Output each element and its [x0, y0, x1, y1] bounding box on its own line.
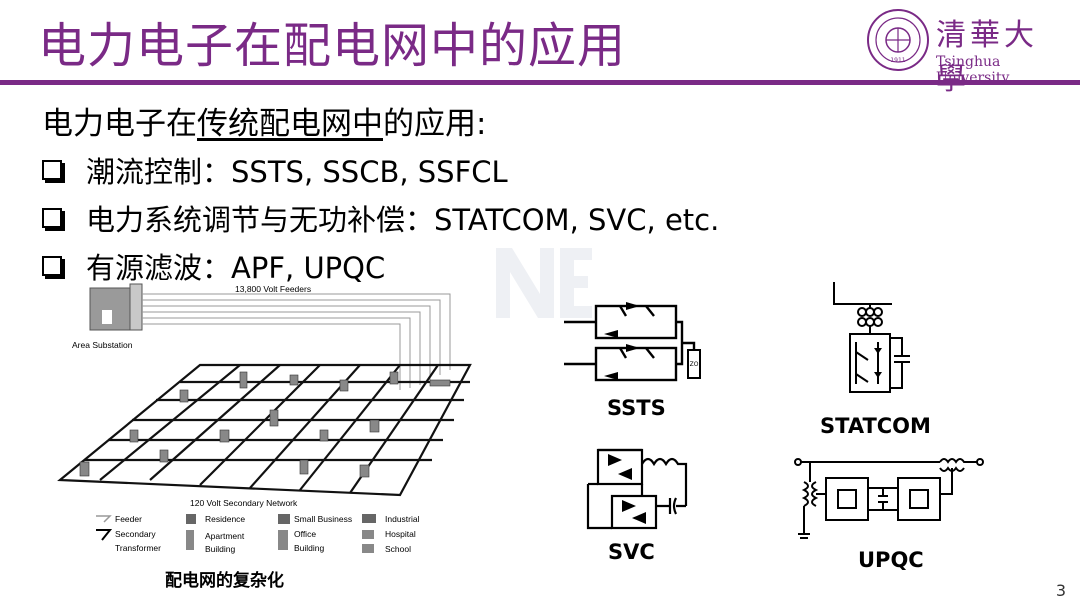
substation-icon	[89, 283, 143, 331]
building-icons	[79, 371, 451, 478]
seal-icon: 1911	[866, 8, 930, 72]
bullet-text: 电力系统调节与无功补偿：STATCOM, SVC, etc.	[86, 203, 720, 237]
slide-title: 电力电子在配电网中的应用	[38, 18, 627, 74]
secondary-network-grid	[57, 363, 472, 497]
feeder-lines	[142, 293, 451, 390]
checkbox-bullet-icon	[42, 256, 62, 276]
substation-label: Area Substation	[72, 340, 133, 350]
svc-circuit-diagram	[582, 444, 692, 536]
ssts-label: SSTS	[607, 396, 666, 420]
ssts-circuit-diagram: ZO	[560, 292, 720, 392]
legend-secondary: Secondary	[115, 529, 156, 539]
university-logo: 1911 清華大學 Tsinghua University	[866, 8, 1066, 97]
list-item: 电力系统调节与无功补偿：STATCOM, SVC, etc.	[42, 194, 719, 242]
legend-hospital: Hospital	[385, 529, 416, 539]
page-number: 3	[1055, 581, 1066, 600]
legend-residence: Residence	[205, 514, 245, 524]
section-heading: 电力电子在传统配电网中的应用:	[42, 98, 486, 143]
checkbox-bullet-icon	[42, 160, 62, 180]
legend-school: School	[385, 544, 411, 554]
list-item: 潮流控制：SSTS, SSCB, SSFCL	[42, 146, 719, 194]
watermark-logo	[488, 238, 598, 328]
legend-apartment: Apartment	[205, 531, 245, 541]
legend-industrial: Industrial	[385, 514, 420, 524]
heading-suffix: 的应用:	[383, 106, 487, 142]
legend-office: Office	[294, 529, 316, 539]
legend-office-building: Building	[294, 543, 325, 553]
upqc-circuit-diagram	[790, 452, 990, 548]
legend-building: Building	[205, 544, 236, 554]
bullet-text: 有源滤波：APF, UPQC	[86, 251, 386, 285]
secondary-network-label: 120 Volt Secondary Network	[190, 498, 298, 508]
bullet-text: 潮流控制：SSTS, SSCB, SSFCL	[86, 155, 508, 189]
svc-label: SVC	[608, 540, 655, 564]
distribution-network-figure: Area Substation 13,800 Volt Feeders	[40, 280, 480, 590]
feeders-label: 13,800 Volt Feeders	[235, 284, 311, 294]
statcom-label: STATCOM	[820, 414, 931, 438]
ssts-component-label: ZO	[690, 361, 699, 368]
logo-name: 清華大學	[936, 18, 1038, 97]
statcom-circuit-diagram	[820, 278, 930, 398]
legend-small-business: Small Business	[294, 514, 352, 524]
seal-year: 1911	[890, 57, 905, 64]
legend-feeder: Feeder	[115, 514, 142, 524]
upqc-label: UPQC	[858, 548, 924, 572]
heading-prefix: 电力电子在	[42, 106, 197, 142]
bullet-list: 潮流控制：SSTS, SSCB, SSFCL 电力系统调节与无功补偿：STATC…	[42, 146, 719, 290]
figure-caption: 配电网的复杂化	[165, 571, 284, 591]
title-divider	[0, 80, 1080, 85]
checkbox-bullet-icon	[42, 208, 62, 228]
list-item: 有源滤波：APF, UPQC	[42, 242, 719, 290]
legend-transformer: Transformer	[115, 543, 161, 553]
legend: Feeder Secondary Transformer Residence A…	[96, 514, 420, 554]
heading-underlined: 传统配电网中	[197, 106, 383, 142]
logo-subtitle: Tsinghua University	[936, 54, 1010, 86]
